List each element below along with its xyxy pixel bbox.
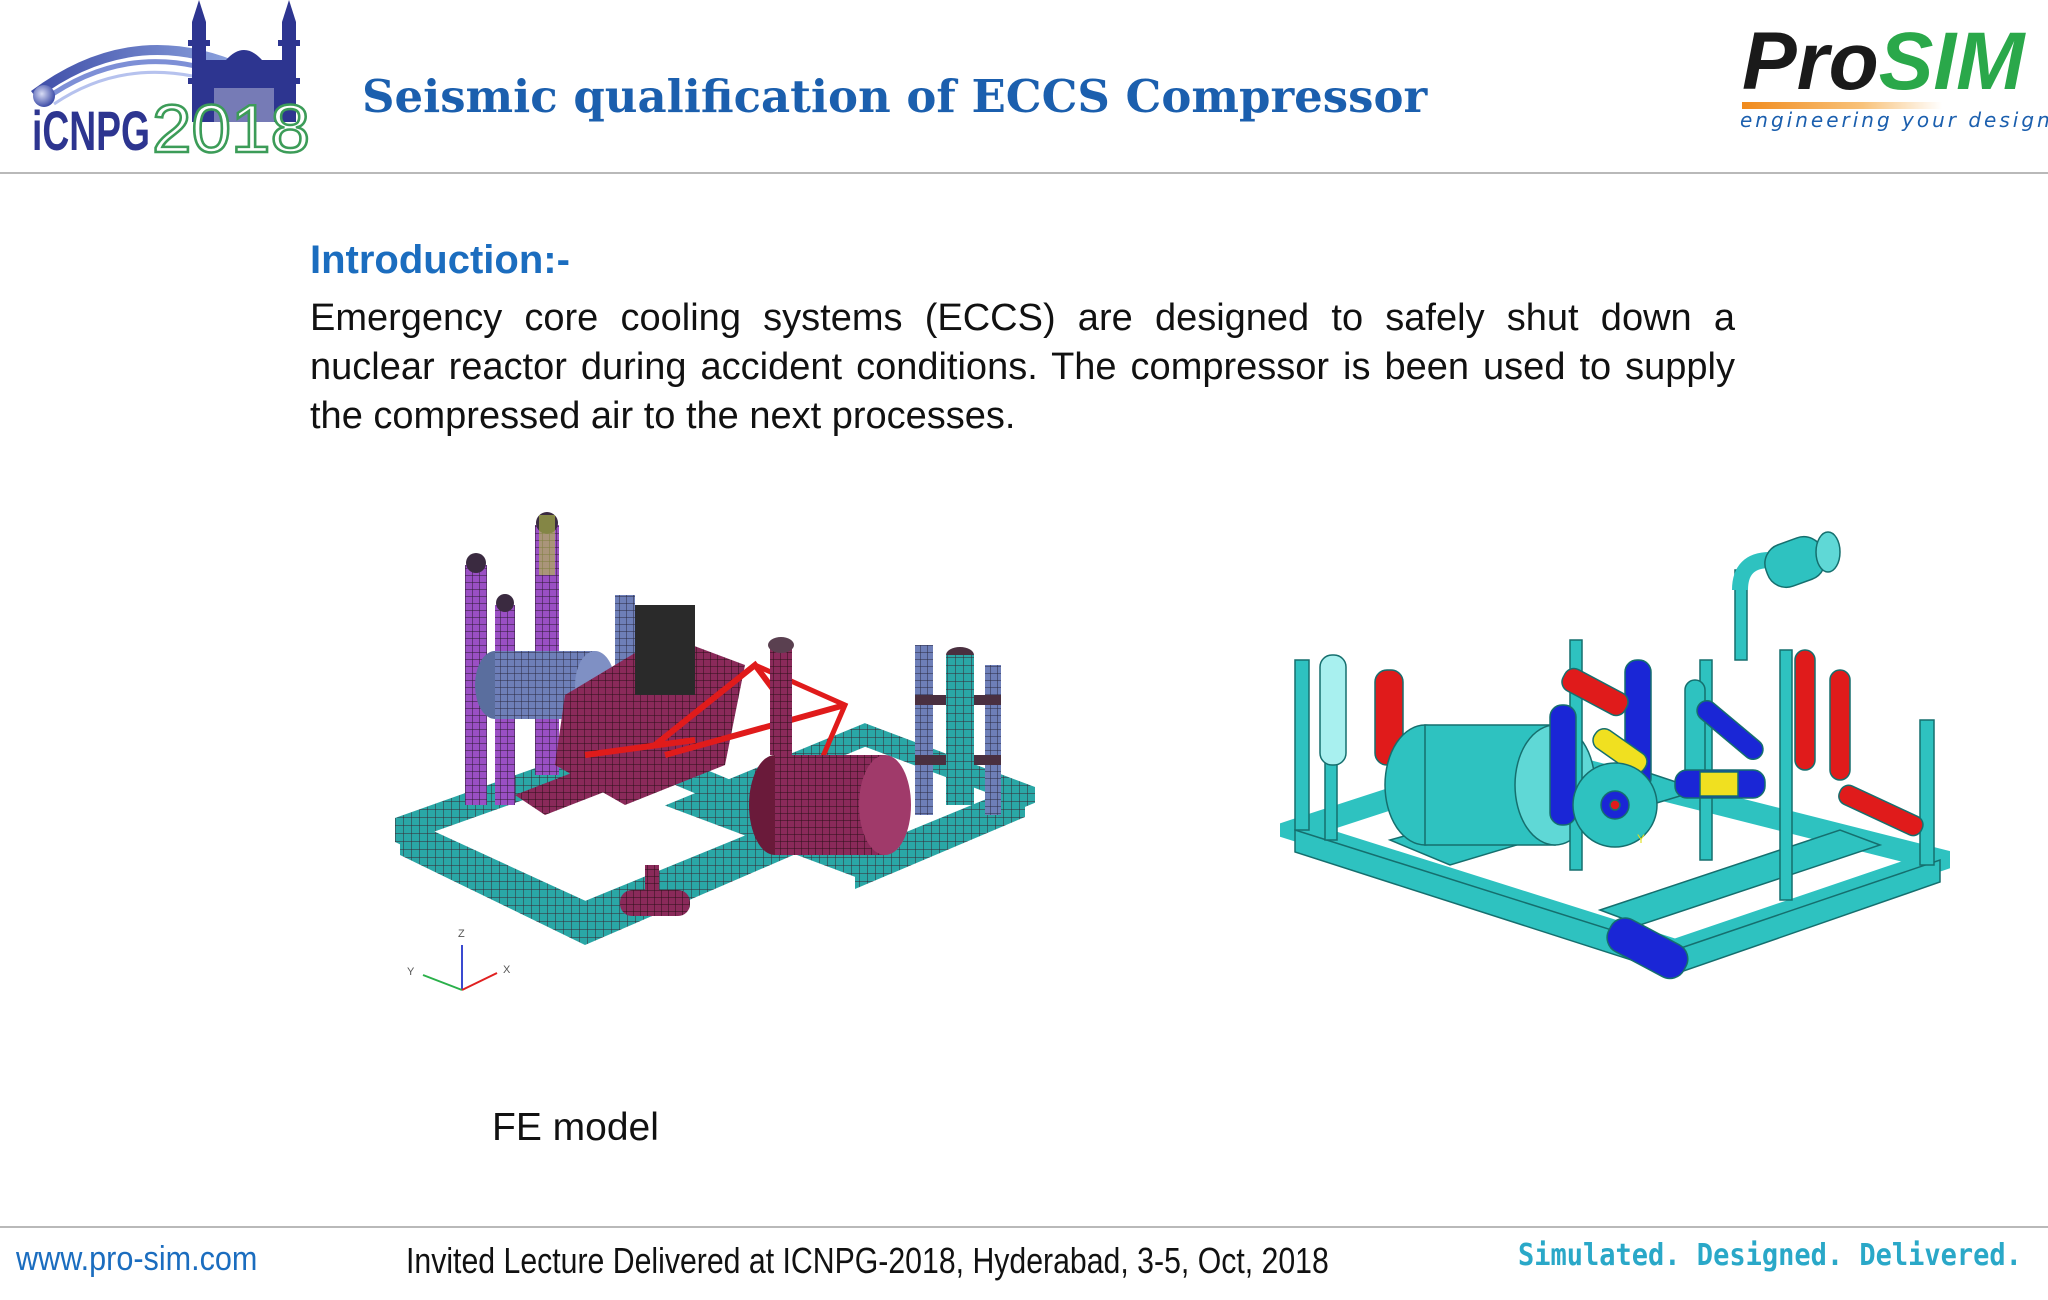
axis-label-y: Y: [407, 966, 415, 978]
website-link[interactable]: www.pro-sim.com: [16, 1240, 258, 1278]
svg-text:iCNPG: iCNPG: [32, 99, 150, 162]
company-slogan: Simulated. Designed. Delivered.: [1518, 1238, 2022, 1273]
lecture-credit: Invited Lecture Delivered at ICNPG-2018,…: [406, 1240, 1329, 1281]
brand-swoosh: [1742, 102, 1942, 109]
footer-divider: [0, 1226, 2048, 1228]
brand-name-sim: SIM: [1878, 16, 2025, 107]
prosim-logo: ProSIM engineering your designs: [1730, 12, 2048, 142]
axis-label-z: Z: [458, 928, 465, 940]
slide-title: Seismic qualification of ECCS Compressor: [362, 70, 1428, 123]
slide-header: iCNPG 2018 Seismic qualification of ECCS…: [0, 0, 2048, 172]
brand-name-pro: Pro: [1742, 16, 1879, 107]
fe-model-image: Z Y X: [395, 512, 1035, 991]
model-axis-label-y: Y: [1637, 832, 1645, 846]
brand-tagline: engineering your designs: [1740, 108, 2048, 132]
icnpg-2018-logo: iCNPG 2018: [31, 0, 311, 165]
brand-wordmark: ProSIM: [1742, 12, 2025, 112]
introduction-text: Emergency core cooling systems (ECCS) ar…: [310, 297, 1735, 437]
introduction-heading: Introduction:-: [310, 238, 570, 282]
cad-model-image: Y: [1280, 531, 1950, 980]
header-divider: [0, 172, 2048, 174]
axis-label-x: X: [503, 964, 511, 976]
svg-text:2018: 2018: [152, 91, 310, 165]
axis-triad: Z Y X: [407, 928, 511, 991]
fe-model-caption: FE model: [492, 1106, 659, 1149]
